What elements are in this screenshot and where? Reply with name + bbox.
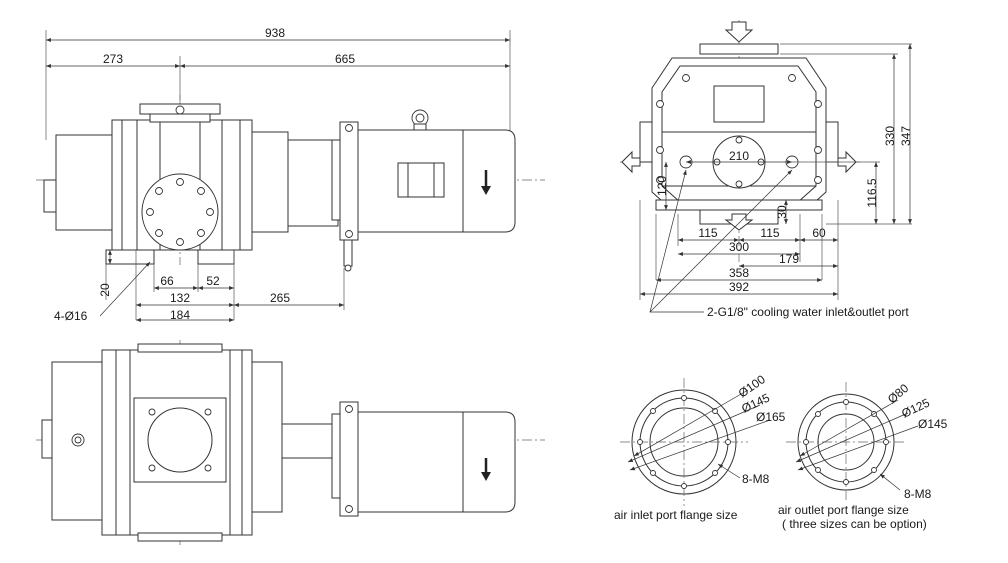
label-mounting-holes: 4-Ø16 (54, 309, 88, 323)
label-cooling-water-port: 2-G1/8" cooling water inlet&outlet port (707, 305, 909, 319)
top-view (36, 340, 545, 545)
dim-left-length: 273 (103, 52, 123, 66)
dim-port-height: 120 (655, 176, 669, 196)
dim-width-179: 179 (779, 252, 799, 266)
dim-foot-height: 20 (98, 283, 112, 297)
dim-width-300: 300 (729, 240, 749, 254)
inlet-diameter-165: Ø165 (756, 410, 786, 424)
outlet-diameter-145: Ø145 (918, 417, 948, 431)
dim-center-height: 116.5 (865, 178, 879, 207)
dim-half-right: 115 (760, 226, 779, 240)
dim-base-to-motor: 265 (270, 291, 290, 305)
inlet-flange-caption: air inlet port flange size (614, 508, 738, 522)
outlet-diameter-80: Ø80 (885, 381, 912, 407)
dim-foot-height-30: 30 (775, 205, 789, 219)
dim-height-330: 330 (883, 126, 897, 146)
inlet-flange: Ø100 Ø145 Ø165 8-M8 air inlet port flang… (614, 372, 786, 522)
outlet-flange-caption-note: ( three sizes can be option) (782, 517, 927, 531)
dim-foot-span: 132 (170, 291, 190, 305)
dim-half-left: 115 (698, 226, 717, 240)
outlet-bolt-spec: 8-M8 (904, 487, 932, 501)
dim-width-358: 358 (729, 266, 749, 280)
dim-overall-length: 938 (265, 26, 285, 40)
dim-offset-60: 60 (812, 226, 826, 240)
end-view: 330 347 116.5 120 30 210 115 115 60 300 … (620, 20, 913, 319)
dim-right-length: 665 (335, 52, 355, 66)
outlet-flange-caption: air outlet port flange size (778, 503, 909, 517)
dim-foot-offset: 52 (206, 274, 220, 288)
dim-port-spacing: 210 (729, 149, 749, 163)
dim-base-span: 184 (170, 308, 190, 322)
side-view: 938 273 665 (36, 26, 545, 323)
dim-foot-inner: 66 (160, 274, 174, 288)
inlet-bolt-spec: 8-M8 (742, 472, 770, 486)
outlet-flange: Ø80 Ø125 Ø145 8-M8 air outlet port flang… (778, 381, 948, 531)
dim-height-347: 347 (899, 126, 913, 146)
dim-width-392: 392 (729, 280, 749, 294)
